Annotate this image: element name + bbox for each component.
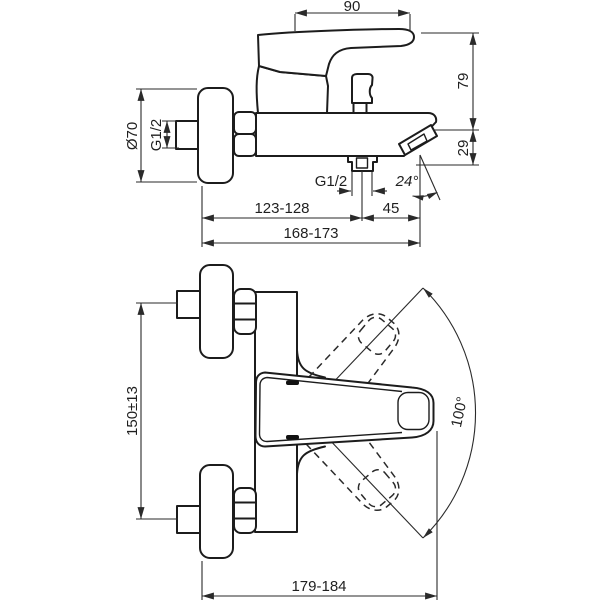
arc-arrow <box>412 195 424 201</box>
dim-label-height-to-top: 79 <box>455 73 472 90</box>
dim-label-inlet-centre-distance: 150±13 <box>124 386 141 436</box>
dim-label-spout-drop: 29 <box>455 140 472 157</box>
hot-indicator-mark <box>286 380 299 385</box>
front-wall-flange-top <box>199 264 234 359</box>
front-view: 100° 150±13 <box>124 264 477 600</box>
side-shower-outlet-bore <box>355 157 369 169</box>
body-handle-transition-top <box>296 349 326 379</box>
arc-arrow <box>423 528 433 538</box>
dim-label-shower-outlet-to-spout: 45 <box>383 200 400 217</box>
front-hex-nut-bottom <box>233 487 257 534</box>
dim-label-shower-outlet-thread: G1/2 <box>315 173 348 190</box>
handle-swing-arc <box>422 287 477 539</box>
front-wall-flange-bottom <box>199 464 234 559</box>
front-lever-inner-contour <box>258 376 403 443</box>
dim-label-handle-swing-angle: 100° <box>448 395 471 429</box>
side-wall-flange <box>197 87 234 184</box>
front-inlet-connector-top <box>176 290 201 319</box>
dim-label-total-projection: 168-173 <box>283 225 338 242</box>
dim-label-inlet-thread: G1/2 <box>148 119 165 152</box>
side-view: 90 79 29 Ø70 G1/2 G1/2 24° <box>124 0 479 247</box>
dim-label-handle-length: 90 <box>344 0 361 15</box>
dim-label-spout-angle: 24° <box>395 173 419 190</box>
body-handle-transition-bottom <box>296 445 326 475</box>
dim-label-flange-diameter: Ø70 <box>124 122 141 150</box>
arc-arrow <box>423 288 433 298</box>
spout-angle-ray <box>419 154 441 201</box>
front-lever-tip <box>397 391 430 431</box>
side-spout-aerator <box>407 133 428 151</box>
dim-label-wall-to-shower-outlet: 123-128 <box>254 200 309 217</box>
cold-indicator-mark <box>286 435 299 440</box>
front-inlet-connector-bottom <box>176 505 201 534</box>
side-hex-nut-lower <box>233 133 257 157</box>
side-diverter-knob <box>351 73 374 104</box>
side-hex-nut-upper <box>233 111 257 135</box>
dim-label-overall-width: 179-184 <box>291 578 346 595</box>
side-cartridge-neck <box>255 65 329 114</box>
side-inlet-connector <box>175 120 200 150</box>
side-lever-handle <box>257 28 415 77</box>
arc-arrow <box>426 192 438 199</box>
front-hex-nut-top <box>233 288 257 335</box>
